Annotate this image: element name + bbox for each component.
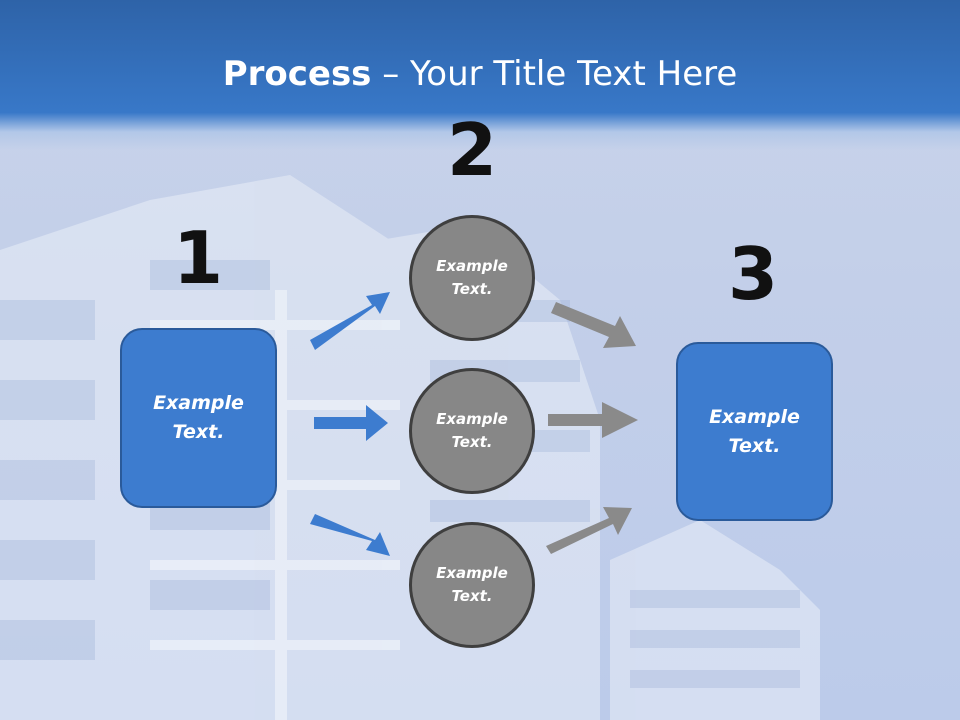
step-2-circle-middle: Example Text. [409,368,535,494]
step-3-box-line2: Text. [728,434,781,457]
circle-bottom-line2: Text. [451,587,493,605]
step-number-1: 1 [172,216,224,300]
step-3-box: Example Text. [676,342,833,521]
step-2-circle-bottom: Example Text. [409,522,535,648]
step-1-box-line1: Example [153,392,244,414]
step-1-box: Example Text. [120,328,277,508]
step-3-box-line1: Example [709,405,800,428]
circle-middle-line2: Text. [451,433,493,451]
step-2-circle-top: Example Text. [409,215,535,341]
title-bold: Process [222,54,372,94]
circle-top-line1: Example [436,257,508,275]
step-number-3: 3 [727,232,779,316]
step-number-2: 2 [446,108,498,192]
circle-top-line2: Text. [451,280,493,298]
header-band [0,0,960,150]
slide-title: Process – Your Title Text Here [0,52,960,96]
step-1-box-line2: Text. [172,421,225,443]
title-rest: – Your Title Text Here [371,54,738,94]
circle-bottom-line1: Example [436,564,508,582]
circle-middle-line1: Example [436,410,508,428]
